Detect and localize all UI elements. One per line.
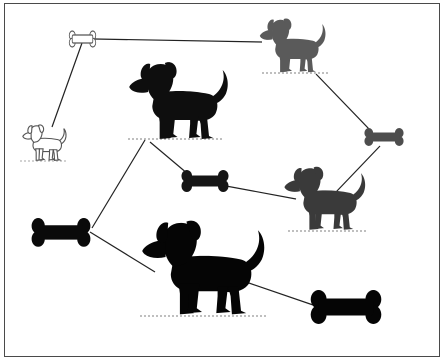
connection-line bbox=[225, 185, 297, 200]
bone-icon bbox=[68, 30, 97, 48]
connection-line bbox=[149, 141, 189, 175]
bone-icon bbox=[310, 290, 382, 324]
bone-icon bbox=[364, 128, 404, 146]
dog-icon bbox=[129, 62, 228, 140]
bone-black-center[interactable] bbox=[181, 170, 229, 192]
connection-line bbox=[315, 73, 371, 131]
connection-line bbox=[91, 139, 146, 229]
dog-icon bbox=[259, 18, 326, 73]
connection-line bbox=[94, 38, 263, 43]
dog-icon bbox=[22, 124, 67, 161]
dog-black-large[interactable] bbox=[142, 220, 265, 315]
bone-white-top[interactable] bbox=[68, 30, 97, 48]
dog-black-mid[interactable] bbox=[129, 62, 228, 140]
bone-black-bottom[interactable] bbox=[310, 290, 382, 324]
connection-line bbox=[335, 145, 381, 193]
connection-line bbox=[245, 281, 317, 307]
dog-white-small[interactable] bbox=[22, 124, 67, 161]
worksheet-border bbox=[4, 3, 440, 357]
dog-icon bbox=[284, 166, 366, 230]
connection-lines bbox=[51, 38, 381, 307]
connection-line bbox=[89, 231, 156, 273]
bone-icon bbox=[181, 170, 229, 192]
bone-gray-right[interactable] bbox=[364, 128, 404, 146]
bone-icon bbox=[31, 218, 91, 247]
dog-dark-gray-right[interactable] bbox=[284, 166, 366, 230]
bone-black-left[interactable] bbox=[31, 218, 91, 247]
dog-icon bbox=[142, 220, 265, 315]
dog-gray-top[interactable] bbox=[259, 18, 326, 73]
connection-line bbox=[51, 42, 83, 128]
